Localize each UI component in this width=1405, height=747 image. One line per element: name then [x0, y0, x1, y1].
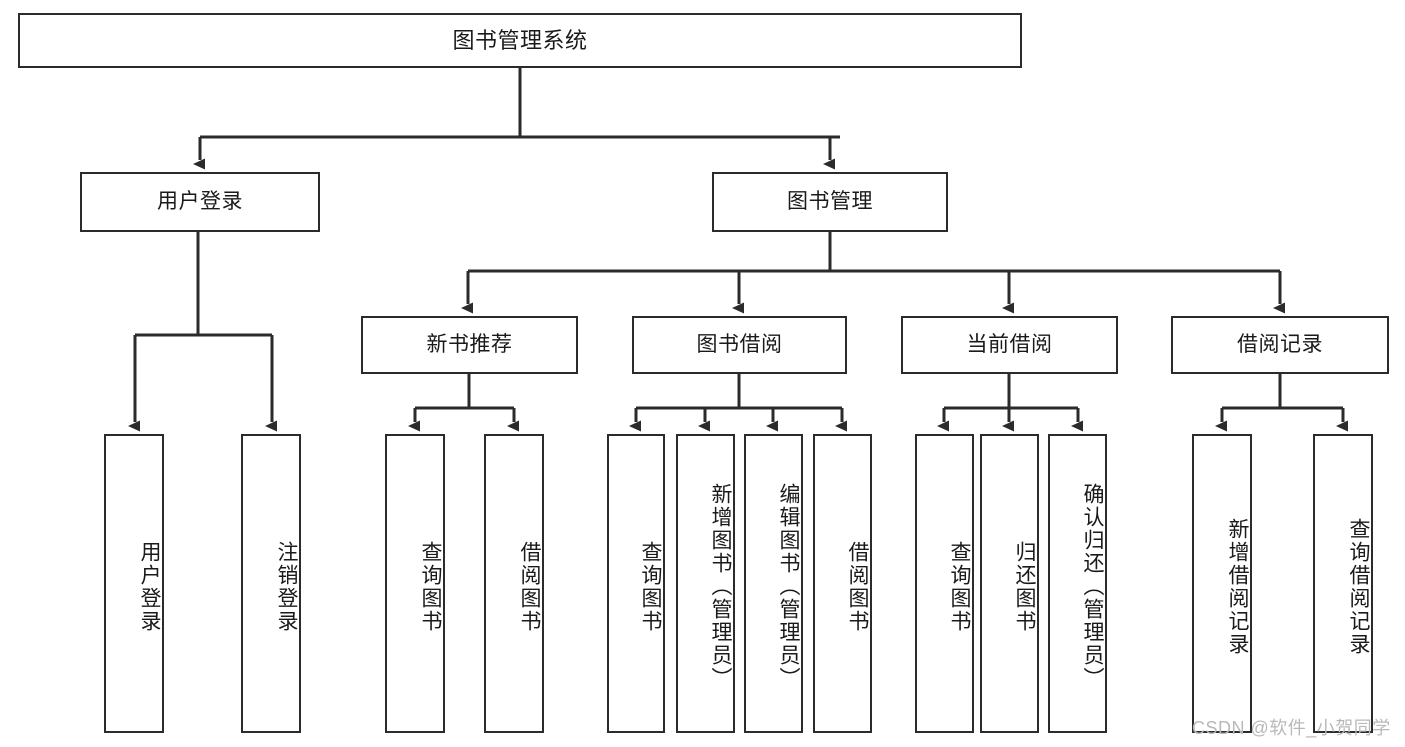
leaf-label: 注销登录: [275, 540, 298, 633]
node-leaf-query-borrow-record[interactable]: 查询借阅记录: [1313, 434, 1373, 733]
node-leaf-borrow-book-2[interactable]: 借阅图书: [813, 434, 872, 733]
node-book-borrow[interactable]: 图书借阅: [632, 316, 847, 374]
node-leaf-logout[interactable]: 注销登录: [241, 434, 301, 733]
node-book-management[interactable]: 图书管理: [712, 172, 948, 232]
node-leaf-return-book[interactable]: 归还图书: [980, 434, 1039, 733]
leaf-label: 查询图书: [639, 540, 662, 633]
leaf-label: 借阅图书: [518, 540, 541, 633]
leaf-label: 用户登录: [138, 540, 161, 633]
node-leaf-add-book-admin[interactable]: 新增图书（管理员）: [676, 434, 735, 733]
leaf-label: 查询借阅记录: [1347, 517, 1370, 656]
node-leaf-add-borrow-record[interactable]: 新增借阅记录: [1192, 434, 1252, 733]
node-borrow-record[interactable]: 借阅记录: [1171, 316, 1389, 374]
node-leaf-query-book-3[interactable]: 查询图书: [915, 434, 974, 733]
node-current-borrow[interactable]: 当前借阅: [901, 316, 1118, 374]
node-user-login[interactable]: 用户登录: [80, 172, 320, 232]
node-leaf-user-login[interactable]: 用户登录: [104, 434, 164, 733]
leaf-label: 借阅图书: [846, 540, 869, 633]
leaf-label: 编辑图书（管理员）: [777, 483, 800, 690]
watermark-text: CSDN @软件_小贺同学: [1192, 718, 1391, 738]
leaf-label: 新增图书（管理员）: [709, 483, 732, 690]
node-root-system[interactable]: 图书管理系统: [18, 13, 1022, 68]
node-leaf-confirm-return-admin[interactable]: 确认归还（管理员）: [1048, 434, 1107, 733]
leaf-label: 查询图书: [419, 540, 442, 633]
node-leaf-borrow-book-1[interactable]: 借阅图书: [484, 434, 544, 733]
node-leaf-query-book-2[interactable]: 查询图书: [607, 434, 665, 733]
node-leaf-query-book-1[interactable]: 查询图书: [385, 434, 445, 733]
leaf-label: 确认归还（管理员）: [1081, 483, 1104, 690]
leaf-label: 查询图书: [948, 540, 971, 633]
leaf-label: 新增借阅记录: [1226, 517, 1249, 656]
node-leaf-edit-book-admin[interactable]: 编辑图书（管理员）: [744, 434, 803, 733]
leaf-label: 归还图书: [1013, 540, 1036, 633]
node-new-book-recommend[interactable]: 新书推荐: [361, 316, 578, 374]
